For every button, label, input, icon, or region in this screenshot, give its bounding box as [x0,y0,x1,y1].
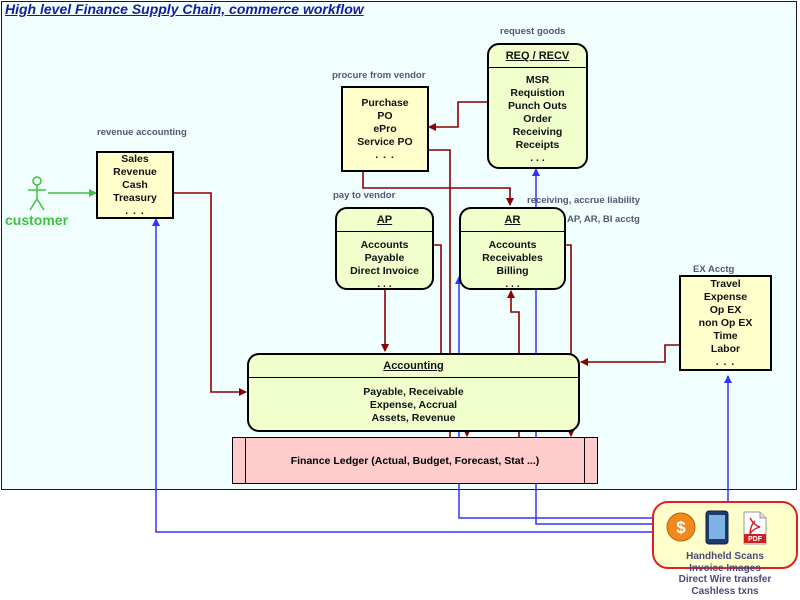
sales-line: Revenue [113,165,157,178]
ap-ellipsis: . . . [377,278,392,290]
ledger-right-bar [584,437,598,484]
accounting-box: Accounting Payable, Receivable Expense, … [247,353,580,432]
pdf-label: PDF [748,536,763,543]
ap-line: Direct Invoice [350,265,419,277]
sales-line: Sales [121,152,149,165]
req-line: Receipts [515,139,560,151]
ex-ellipsis: . . . [715,355,736,368]
req-line: Receiving [512,126,563,138]
flow-source-sales [152,218,705,533]
ar-line: Receivables [482,252,543,264]
purchase-line: Service PO [357,135,413,148]
customer-label: customer [5,212,69,228]
req-line: Order [523,113,552,125]
source-line: Handheld Scans [686,551,764,562]
dollar-coin-icon: $ [666,512,696,542]
ex-line: non Op EX [698,316,753,329]
req-recv-header: REQ / RECV [489,45,586,68]
caption-procure-from-vendor: procure from vendor [332,70,426,81]
req-line: Requistion [510,87,565,99]
caption-ap-ar-bi: AP, AR, BI acctg [567,214,640,225]
ex-box: Travel Expense Op EX non Op EX Time Labo… [679,275,772,371]
source-line: Invoice Images [689,562,761,574]
customer-actor-icon [28,176,46,211]
ex-line: Travel [710,277,741,290]
req-ellipsis: . . . [530,152,545,164]
ex-line: Op EX [709,303,742,316]
purchase-ellipsis: . . . [375,148,395,161]
flow-purchase-ar [362,172,514,206]
svg-text:$: $ [676,518,686,537]
flow-ex-accounting [580,344,679,366]
source-line: Direct Wire transfer [678,574,772,585]
sales-box: Sales Revenue Cash Treasury . . . [96,151,174,219]
purchase-line: Purchase [361,96,409,109]
ap-line: Accounts [360,239,409,251]
pdf-file-icon: PDF [743,511,767,545]
caption-receiving-accrue: receiving, accrue liability [527,195,640,206]
ex-line: Expense [703,290,748,303]
diagram-title: High level Finance Supply Chain, commerc… [5,1,364,17]
flow-sales-accounting [174,192,247,396]
ar-line: Accounts [488,239,537,251]
ar-line: Billing [496,265,529,277]
caption-revenue-accounting: revenue accounting [97,127,187,138]
req-recv-box: REQ / RECV MSR Requistion Punch Outs Ord… [487,43,588,169]
ledger-left-bar [232,437,246,484]
accounting-line: Payable, Receivable [363,386,464,398]
sales-line: Cash [122,178,148,191]
purchase-line: ePro [373,122,397,135]
source-text: Handheld Scans Invoice Images Direct Wir… [652,551,798,597]
flow-purchase-ledger [429,149,451,437]
source-line: Cashless txns [691,585,759,597]
caption-pay-to-vendor: pay to vendor [333,190,396,201]
ar-box: AR Accounts Receivables Billing . . . [459,207,566,290]
ap-line: Payable [364,252,405,264]
sales-line: Treasury [113,191,157,204]
handheld-device-icon [705,510,729,545]
flow-req-purchase [428,101,487,131]
source-icons: $ PDF [666,510,767,545]
ar-ellipsis: . . . [505,278,520,290]
ex-line: Labor [710,342,741,355]
caption-request-goods: request goods [500,26,566,37]
ap-header: AP [337,209,432,232]
finance-ledger: Finance Ledger (Actual, Budget, Forecast… [232,437,598,484]
req-line: MSR [525,74,550,86]
ar-header: AR [461,209,564,232]
accounting-header: Accounting [249,355,578,378]
ex-line: Time [713,329,738,342]
accounting-line: Expense, Accrual [369,399,458,411]
accounting-line: Assets, Revenue [371,412,456,424]
purchase-box: Purchase PO ePro Service PO . . . [341,86,429,172]
caption-ex-acctg: EX Acctg [693,264,735,275]
ap-box: AP Accounts Payable Direct Invoice . . . [335,207,434,290]
purchase-line: PO [377,109,393,122]
ledger-label: Finance Ledger (Actual, Budget, Forecast… [290,454,540,467]
req-line: Punch Outs [508,100,567,112]
sales-ellipsis: . . . [125,204,145,217]
